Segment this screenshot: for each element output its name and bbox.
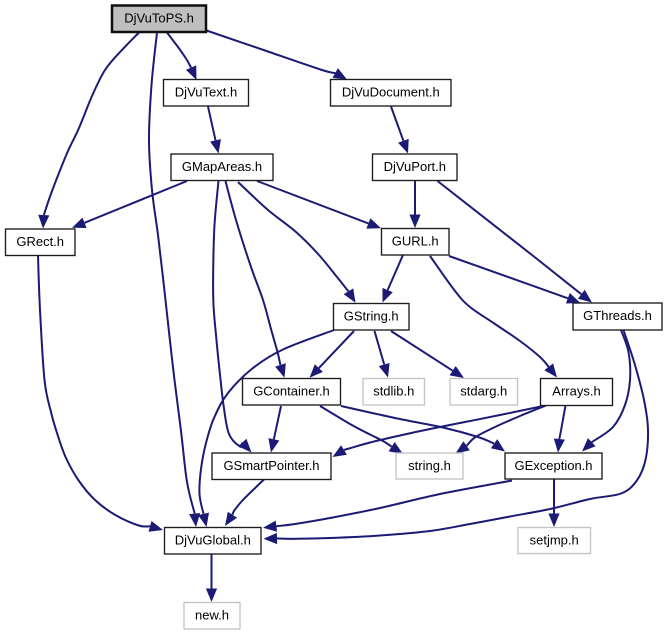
svg-text:DjVuText.h: DjVuText.h [175,85,237,100]
svg-text:GContainer.h: GContainer.h [253,384,330,399]
svg-text:GSmartPointer.h: GSmartPointer.h [223,458,319,473]
svg-text:GException.h: GException.h [514,458,592,473]
svg-text:DjVuGlobal.h: DjVuGlobal.h [175,533,251,548]
svg-text:GThreads.h: GThreads.h [583,308,652,323]
svg-text:Arrays.h: Arrays.h [552,384,600,399]
svg-text:string.h: string.h [408,458,451,473]
svg-text:GRect.h: GRect.h [16,234,64,249]
svg-text:GURL.h: GURL.h [392,234,439,249]
svg-text:GMapAreas.h: GMapAreas.h [182,159,262,174]
svg-text:DjVuPort.h: DjVuPort.h [384,159,446,174]
svg-text:GString.h: GString.h [344,309,399,324]
svg-text:new.h: new.h [195,608,229,623]
svg-text:stdarg.h: stdarg.h [460,384,507,399]
svg-text:DjVuToPS.h: DjVuToPS.h [124,11,194,26]
svg-text:DjVuDocument.h: DjVuDocument.h [342,85,440,100]
svg-text:stdlib.h: stdlib.h [373,384,414,399]
svg-text:setjmp.h: setjmp.h [530,533,579,548]
